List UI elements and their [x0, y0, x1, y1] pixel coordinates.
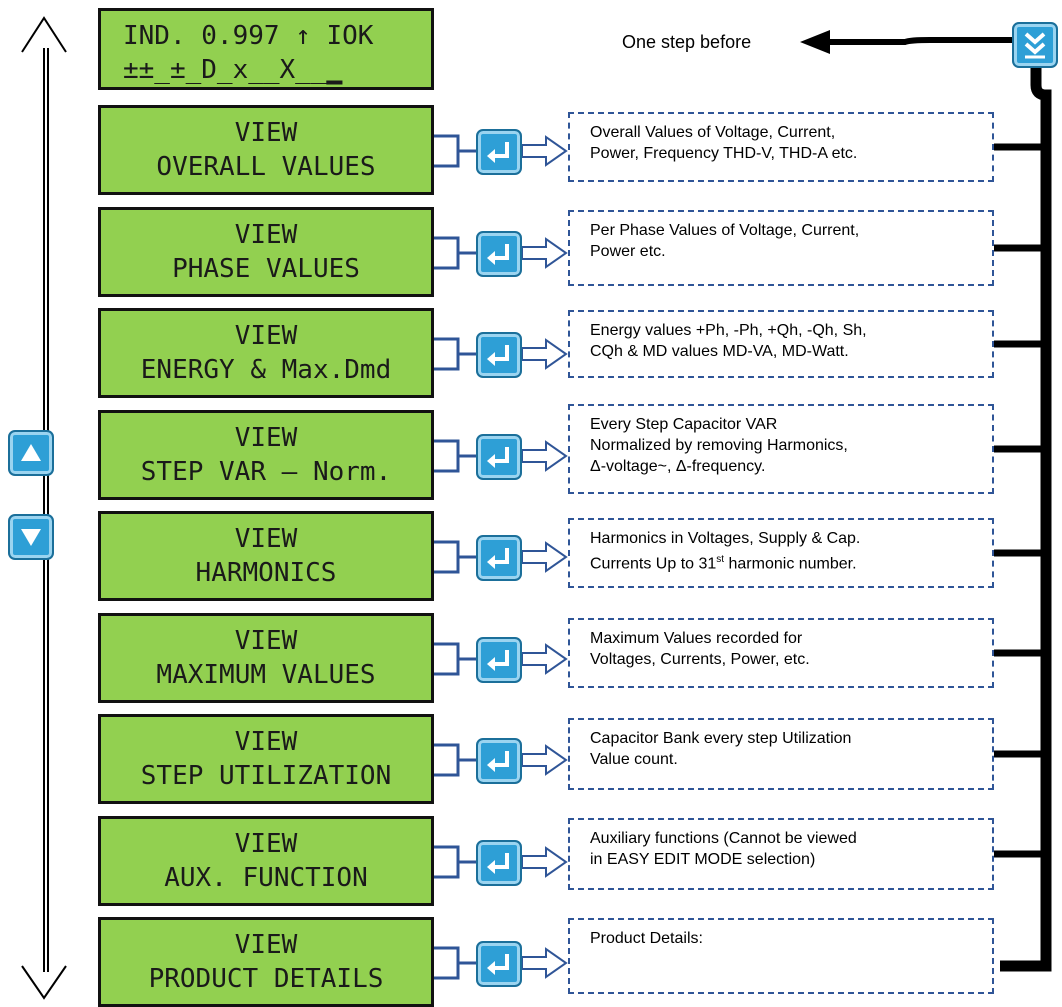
menu-item-line-2: STEP VAR – Norm. [140, 457, 392, 487]
enter-icon [487, 751, 509, 772]
description-line: Overall Values of Voltage, Current, [590, 124, 836, 141]
description-line: Per Phase Values of Voltage, Current, [590, 222, 860, 239]
menu-item-description: Energy values +Ph, -Ph, +Qh, -Qh, Sh, CQh… [568, 310, 994, 378]
menu-item-line-1: VIEW [234, 829, 298, 859]
menu-item-line-1: VIEW [234, 626, 298, 656]
menu-item-line-2: STEP UTILIZATION [140, 761, 392, 791]
return-line [1000, 64, 1052, 972]
enter-button[interactable] [476, 434, 522, 480]
menu-item-description: Product Details: [568, 918, 994, 994]
back-button[interactable] [1012, 22, 1058, 68]
menu-item-6[interactable]: VIEW STEP UTILIZATION [98, 714, 434, 804]
description-line: Auxiliary functions (Cannot be viewed [590, 830, 857, 847]
description-line: Maximum Values recorded for [590, 630, 803, 647]
menu-item-line-1: VIEW [234, 524, 298, 554]
enter-icon [487, 447, 509, 468]
menu-item-line-1: VIEW [234, 118, 298, 148]
status-line-1: IND. 0.997 ↑ IOK [123, 21, 374, 51]
menu-item-line-2: OVERALL VALUES [156, 152, 376, 182]
enter-icon [487, 345, 509, 366]
down-button[interactable] [8, 514, 54, 560]
double-chevron-down-icon [1024, 32, 1046, 59]
up-button[interactable] [8, 430, 54, 476]
description-line: Product Details: [590, 930, 703, 947]
description-line: Voltages, Currents, Power, etc. [590, 651, 810, 668]
one-step-arrow [808, 37, 1012, 45]
menu-item-line-2: AUX. FUNCTION [164, 863, 368, 893]
menu-item-line-2: MAXIMUM VALUES [156, 660, 376, 690]
description-line: Every Step Capacitor VAR [590, 416, 778, 433]
status-line-2: ±±_±_D_x__X__▁ [123, 55, 343, 85]
description-line: Currents Up to 31st harmonic number. [590, 554, 857, 573]
one-step-before-label: One step before [622, 32, 752, 52]
enter-icon [487, 142, 509, 163]
enter-icon [487, 853, 509, 874]
menu-item-2[interactable]: VIEW ENERGY & Max.Dmd [98, 308, 434, 398]
menu-item-3[interactable]: VIEW STEP VAR – Norm. [98, 410, 434, 500]
menu-item-line-1: VIEW [234, 321, 298, 351]
menu-item-1[interactable]: VIEW PHASE VALUES [98, 207, 434, 297]
description-line: Normalized by removing Harmonics, [590, 437, 848, 454]
description-line: Harmonics in Voltages, Supply & Cap. [590, 530, 861, 547]
enter-icon [487, 954, 509, 975]
enter-icon [487, 650, 509, 671]
description-line: in EASY EDIT MODE selection) [590, 851, 816, 868]
scroll-double-arrow [21, 16, 67, 1000]
menu-item-line-1: VIEW [234, 423, 298, 453]
enter-button[interactable] [476, 840, 522, 886]
down-arrow-icon [21, 529, 41, 546]
menu-item-4[interactable]: VIEW HARMONICS [98, 511, 434, 601]
description-line: Value count. [590, 751, 678, 768]
enter-button[interactable] [476, 332, 522, 378]
enter-button[interactable] [476, 738, 522, 784]
description-line: CQh & MD values MD-VA, MD-Watt. [590, 343, 849, 360]
menu-item-description: Auxiliary functions (Cannot be viewed in … [568, 818, 994, 890]
description-line: Capacitor Bank every step Utilization [590, 730, 852, 747]
description-line: Power, Frequency THD-V, THD-A etc. [590, 145, 858, 162]
menu-item-line-2: PRODUCT DETAILS [148, 964, 384, 994]
enter-button[interactable] [476, 941, 522, 987]
status-display: IND. 0.997 ↑ IOK ±±_±_D_x__X__▁ [98, 8, 434, 90]
menu-item-line-2: ENERGY & Max.Dmd [140, 355, 392, 385]
menu-item-line-2: PHASE VALUES [172, 254, 360, 284]
description-line: Power etc. [590, 243, 666, 260]
menu-item-line-1: VIEW [234, 727, 298, 757]
enter-icon [487, 244, 509, 265]
menu-item-line-1: VIEW [234, 220, 298, 250]
description-line: Δ-voltage~, Δ-frequency. [590, 458, 766, 475]
enter-button[interactable] [476, 535, 522, 581]
menu-item-line-2: HARMONICS [195, 558, 337, 588]
menu-item-description: Per Phase Values of Voltage, Current, Pow… [568, 210, 994, 286]
menu-item-description: Harmonics in Voltages, Supply & Cap. Curr… [568, 518, 994, 588]
enter-button[interactable] [476, 231, 522, 277]
menu-item-description: Overall Values of Voltage, Current, Power… [568, 112, 994, 182]
menu-item-7[interactable]: VIEW AUX. FUNCTION [98, 816, 434, 906]
description-line: Energy values +Ph, -Ph, +Qh, -Qh, Sh, [590, 322, 867, 339]
menu-item-0[interactable]: VIEW OVERALL VALUES [98, 105, 434, 195]
menu-item-5[interactable]: VIEW MAXIMUM VALUES [98, 613, 434, 703]
menu-item-8[interactable]: VIEW PRODUCT DETAILS [98, 917, 434, 1007]
up-arrow-icon [21, 444, 41, 461]
enter-button[interactable] [476, 129, 522, 175]
enter-icon [487, 548, 509, 569]
menu-item-line-1: VIEW [234, 930, 298, 960]
menu-item-description: Every Step Capacitor VAR Normalized by re… [568, 404, 994, 494]
enter-button[interactable] [476, 637, 522, 683]
